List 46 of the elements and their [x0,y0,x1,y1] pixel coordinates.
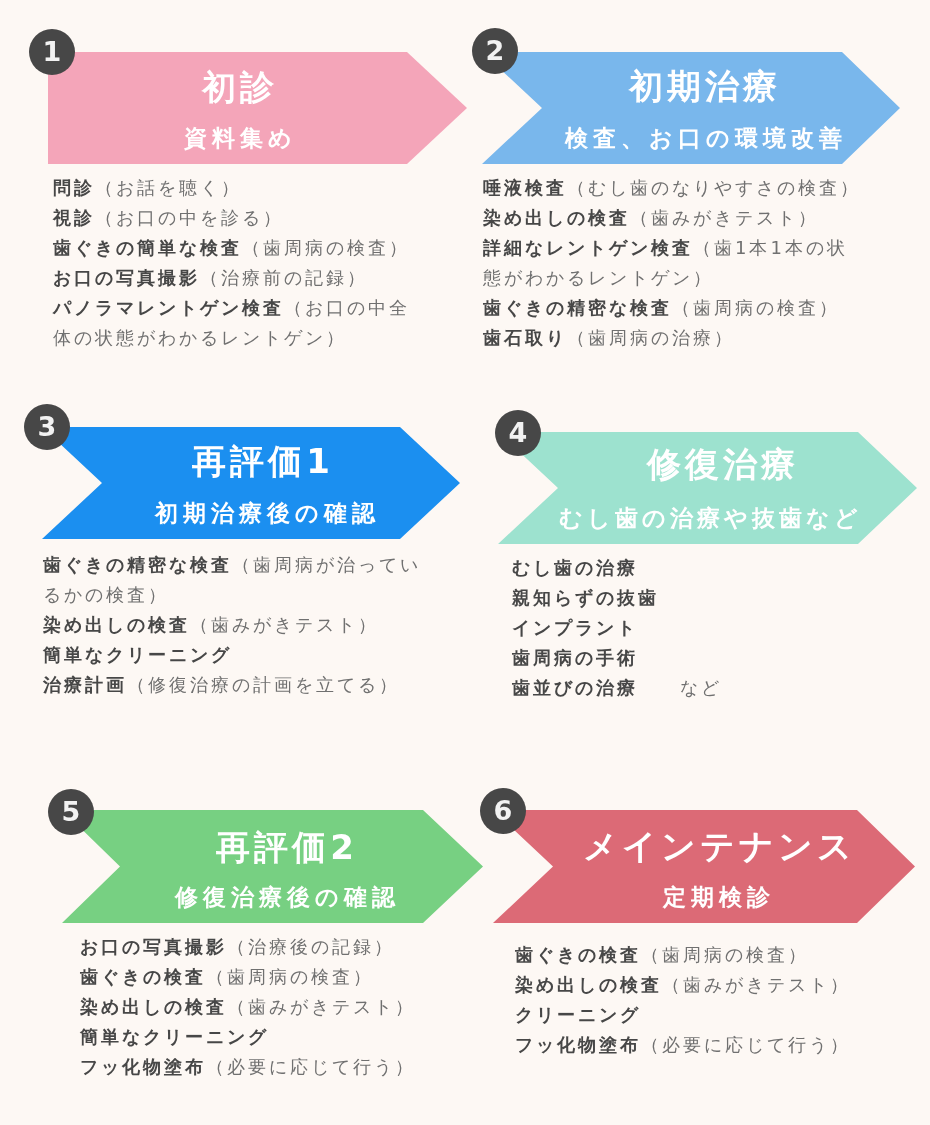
step-detail-text: 歯ぐきの精密な検査（歯周病の検査） [483,296,840,320]
step-detail-text: 簡単なクリーニング [43,643,232,667]
step-number: 5 [48,789,94,835]
step-detail-text: 歯ぐきの検査（歯周病の検査） [80,965,374,989]
step-detail-text: 詳細なレントゲン検査（歯1本1本の状態がわかるレントゲン） [483,236,849,290]
step-subtitle: むし歯の治療や抜歯など [558,504,862,532]
step-title: 初診 [202,68,278,108]
step-detail-text: 簡単なクリーニング [80,1025,269,1049]
step-detail-text: 染め出しの検査（歯みがきテスト） [515,973,851,997]
step-detail-text: 染め出しの検査（歯みがきテスト） [483,206,819,230]
step-detail-text: 治療計画（修復治療の計画を立てる） [43,673,400,697]
step-subtitle: 定期検診 [663,883,775,911]
step-detail-text: 歯ぐきの精密な検査（歯周病が治っているかの検査） [43,553,422,607]
step-detail-text: 歯ぐきの検査（歯周病の検査） [515,943,809,967]
step-title: メインテナンス [582,827,856,867]
step-number: 6 [480,788,526,834]
step-number: 2 [472,28,518,74]
step-detail-text: 親知らずの抜歯 [512,586,659,610]
step-title: 再評価1 [192,442,334,482]
step-detail-text: フッ化物塗布（必要に応じて行う） [515,1033,851,1057]
step-title: 修復治療 [647,445,799,485]
step-detail-text: 視診（お口の中を診る） [53,206,284,230]
step-subtitle: 修復治療後の確認 [174,883,400,911]
step-detail-text: 歯ぐきの簡単な検査（歯周病の検査） [53,236,410,260]
step-title: 初期治療 [629,67,781,107]
step-detail-text: 歯周病の手術 [512,646,638,670]
step-detail-text: むし歯の治療 [512,556,638,580]
step-detail-text: 唾液検査（むし歯のなりやすさの検査） [483,176,861,200]
step-detail-text: お口の写真撮影（治療後の記録） [80,935,395,959]
step-detail-text: 染め出しの検査（歯みがきテスト） [43,613,379,637]
step-detail-text: インプラント [512,616,638,640]
step-detail-text: クリーニング [515,1003,641,1027]
step-detail-text: 問診（お話を聴く） [53,176,242,200]
step-number: 1 [29,29,75,75]
step-detail-text: フッ化物塗布（必要に応じて行う） [80,1055,416,1079]
step-number: 4 [495,410,541,456]
step-detail-text: 染め出しの検査（歯みがきテスト） [80,995,416,1019]
step-detail-text: 歯石取り（歯周病の治療） [483,326,735,350]
step-detail-text: 歯並びの治療 など [512,676,722,700]
step-detail-text: パノラマレントゲン検査（お口の中全体の状態がわかるレントゲン） [53,296,411,350]
step-subtitle: 資料集め [183,124,297,152]
step-subtitle: 初期治療後の確認 [154,499,380,527]
step-number: 3 [24,404,70,450]
step-detail-text: お口の写真撮影（治療前の記録） [53,266,368,290]
step-title: 再評価2 [216,828,358,868]
step-subtitle: 検査、お口の環境改善 [565,124,847,152]
